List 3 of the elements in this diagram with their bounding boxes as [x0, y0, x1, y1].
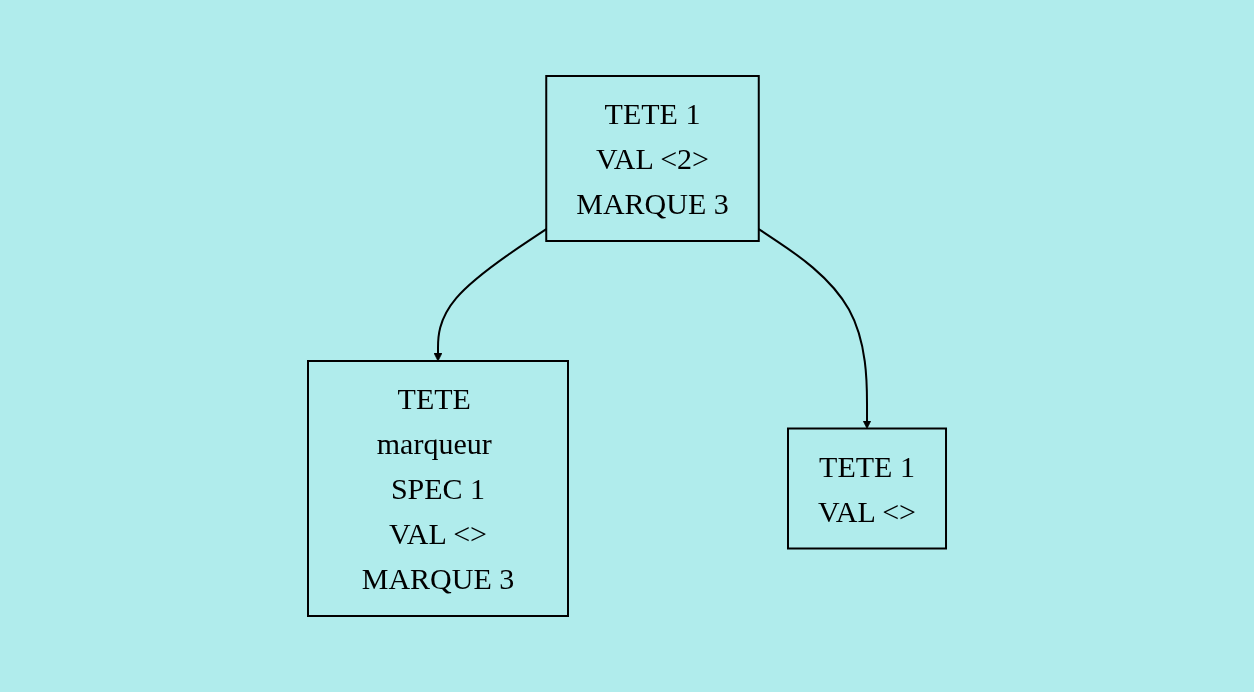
node-box: TETE marqueur SPEC 1 VAL <> MARQUE 3	[307, 360, 569, 617]
node-box: TETE 1 VAL <>	[787, 427, 947, 550]
node-box: TETE 1 VAL <2> MARQUE 3	[545, 75, 760, 242]
